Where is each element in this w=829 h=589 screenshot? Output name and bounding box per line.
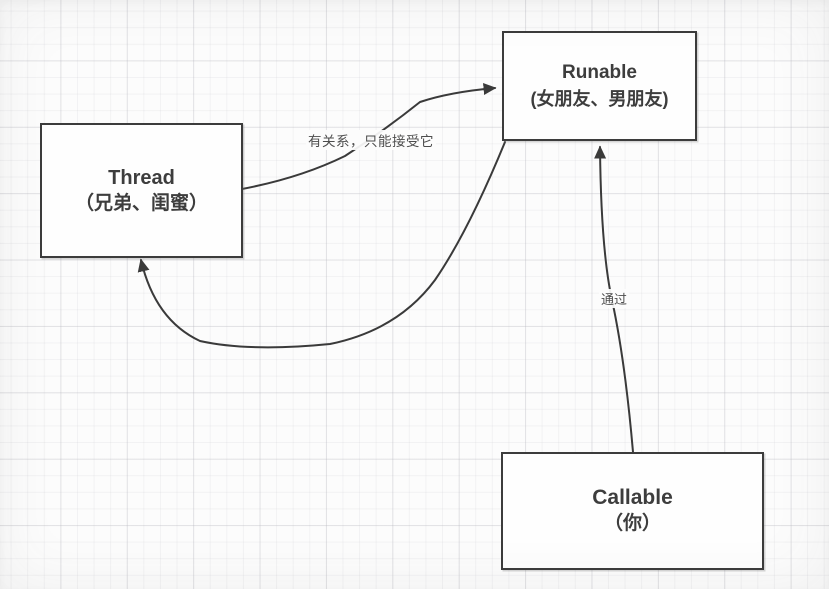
edge-runable-to-thread[interactable] bbox=[137, 141, 506, 349]
node-thread[interactable]: Thread （兄弟、闺蜜） bbox=[40, 123, 243, 258]
node-thread-title: Thread bbox=[108, 166, 175, 189]
node-runable-subtitle: (女朋友、男朋友) bbox=[530, 89, 669, 109]
node-callable[interactable]: Callable （你） bbox=[501, 452, 764, 570]
node-thread-subtitle: （兄弟、闺蜜） bbox=[74, 192, 208, 214]
node-runable[interactable]: Runable (女朋友、男朋友) bbox=[502, 31, 697, 141]
node-callable-subtitle: （你） bbox=[603, 513, 661, 534]
node-callable-title: Callable bbox=[592, 486, 673, 509]
edge-label-callable-to-runable: 通过 bbox=[599, 289, 630, 308]
node-runable-title: Runable bbox=[562, 62, 637, 83]
edge-label-thread-to-runable: 有关系，只能接受它 bbox=[306, 130, 436, 150]
